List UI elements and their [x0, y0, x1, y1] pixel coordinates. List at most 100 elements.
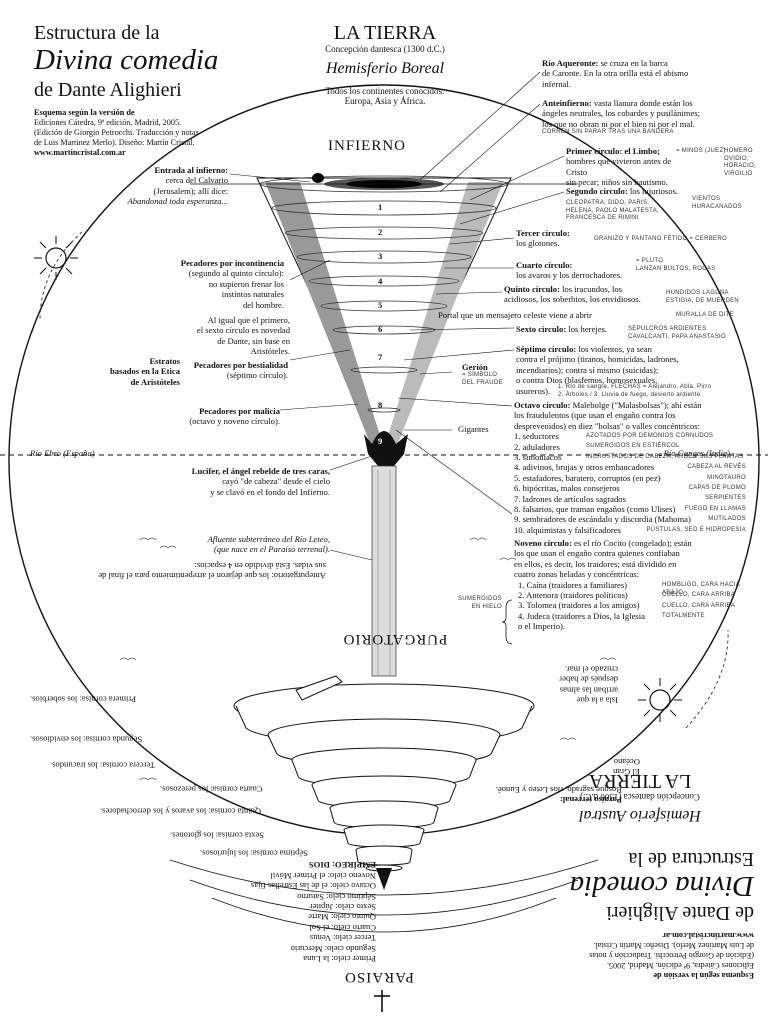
circle-9-line: es el río Cocito (congelado); están: [574, 538, 692, 548]
circle-6-tag-line: CAVALCANTI, PAPA ANASTASIO: [628, 333, 726, 340]
credits-inverted: Esquema según la versión de Ediciones Cá…: [544, 848, 754, 980]
bolgia-item: 4. adivinos, brujas y otros embaucadores: [514, 462, 655, 473]
circle-9-line: cuatro zonas heladas y concéntricas:: [514, 569, 640, 580]
circle-number: 6: [378, 324, 383, 334]
cocito-zone: 3. Tolomea (traidores a los amigos): [518, 600, 640, 611]
circle-5-tag-line: HUNDIDOS LAGUNA: [666, 290, 729, 296]
continents-line: Europa, Asia y África.: [344, 96, 426, 106]
credit-line-inverted: www.martincristal.com.ar: [662, 931, 754, 940]
heaven-item: EMPÍREO: DIOS: [308, 860, 376, 871]
dis-wall-tag: MURALLA DE DITE: [676, 312, 734, 318]
section-purgatory: PURGATORIO: [342, 631, 448, 647]
lucifer-line: Lucifer, el ángel rebelde de tres caras,: [191, 466, 330, 476]
circle-4-title: Cuarto círculo:: [516, 260, 573, 270]
incontinence-line: instintos naturales: [221, 289, 284, 300]
earth-header-inverted: Hemisferio Austral Concepción dantesca (…: [540, 770, 740, 824]
sixth-line: Aristóteles.: [250, 346, 290, 357]
cocito-list: 1. Caína (traidores a familiares) 2. Ant…: [518, 580, 738, 632]
acheron-line: infernal.: [542, 78, 571, 89]
circle-7-tag-line: 2. Árboles / 3. Lluvia de fuego, desiert…: [558, 391, 701, 398]
circle-8-line: Malebolge ("Malasbolsas"); ahí están: [572, 400, 702, 410]
circle-4-tag-line: LANZAN BULTOS, ROCAS: [636, 265, 716, 272]
bolgia-tag: PÚSTULAS, SED E HIDROPESÍA: [646, 526, 746, 533]
poet-name: HORACIO,: [724, 163, 757, 169]
credits: Esquema según la versión de Ediciones Cá…: [34, 108, 234, 158]
bolgia-item: 1. seductores: [514, 431, 559, 442]
lete-line: (que nace en el Paraíso terrenal).: [213, 544, 330, 555]
lucifer-label: Lucifer, el ángel rebelde de tres caras,…: [170, 466, 330, 497]
circle-5-title: Quinto círculo:: [504, 284, 560, 294]
credit-line-inverted: Ediciones Cátedra, 9ª edición. Madrid, 2…: [606, 961, 754, 970]
credit-line: Ediciones Cátedra, 9ª edición. Madrid, 2…: [34, 118, 182, 127]
circle-6-text: los herejes.: [568, 324, 608, 334]
credit-line: www.martincristal.com.ar: [34, 148, 126, 157]
circle-2-label: Segundo círculo: los lujuriosos.: [566, 186, 678, 196]
circle-1-tag: = MINOS (JUEZ): [676, 148, 726, 154]
circle-7-tag: 1. Río de sangre, FLECHAS = Alejandro, A…: [558, 384, 748, 399]
circle-number: 2: [378, 227, 383, 237]
circle-3-line: los glotones.: [516, 238, 560, 249]
malebolge-list: 1. seductores 2. aduladores 3. simoníaco…: [514, 431, 738, 535]
bolgia-item: 6. hipócritas, malos consejeros: [514, 483, 620, 494]
incontinence-title: Pecadores por incontinencia: [180, 258, 284, 268]
bolgia-tag: SUMERGIDOS EN ESTIÉRCOL: [586, 443, 680, 450]
circle-number: 4: [378, 276, 383, 286]
circle-7-title: Séptimo círculo:: [516, 344, 577, 354]
circle-1-title: Primer círculo: el Limbo;: [566, 146, 660, 156]
heaven-item: Octavo cielo: el de las Estrellas fijas: [250, 881, 376, 892]
bolgia-item: 3. simoníacos: [514, 452, 562, 463]
bolgia-item: 8. falsarios, que traman engaños (como U…: [514, 504, 676, 515]
circle-6-tag: SEPULCROS ARDIENTES CAVALCANTI, PAPA ANA…: [628, 326, 726, 341]
poet-name: HOMERO: [724, 148, 753, 154]
sixth-line: Al igual que el primero,: [207, 315, 290, 325]
poet-name: VIRGILIO: [724, 170, 753, 177]
entrance-line: (Jerusalem); allí dice:: [153, 185, 228, 196]
cocito-tag: CUELLO, CARA ARRIBA: [662, 592, 736, 599]
circle-9-line: los que usan el engaño contra quienes co…: [514, 548, 680, 559]
circle-9-title: Noveno círculo:: [514, 538, 572, 548]
sixth-circle-note: Al igual que el primero, el sexto círcul…: [150, 315, 290, 357]
circle-7-line: usureros).: [516, 385, 551, 396]
malice-label: Pecadores por malicia (octavo y noveno c…: [176, 406, 280, 427]
circle-3-tag: GRANIZO Y PANTANO FÉTIDO = CERBERO: [594, 236, 727, 242]
heaven-item: Noveno cielo: el Primer Móvil: [270, 870, 377, 881]
lucifer-line: y se clavó en el fondo del Infierno.: [210, 486, 330, 497]
terrace-1: Primera cornisa: los soberbios.: [30, 694, 136, 705]
bolgia-item: 7. ladrones de artículos sagrados: [514, 493, 626, 504]
circle-1-line: hombres que vivieron antes de Cristo: [566, 156, 672, 177]
credit-line: (Edición de Giorgio Petrocchi. Traducció…: [34, 128, 199, 137]
cocito-tags: HOMBLIGO, CARA HACIA ABAJO CUELLO, CARA …: [662, 582, 758, 624]
bolgia-tag: MUTILADOS: [708, 516, 746, 523]
heaven-item: Tercer cielo: Venus: [309, 933, 376, 944]
gerion-tag: = SÍMBOLO: [462, 372, 498, 379]
circle-8-line: los fraudulentos (que usan el engaño con…: [514, 410, 676, 421]
title-line-1-inverted: Estructura de la: [628, 848, 755, 870]
circle-5-line: los iracundos, los: [562, 284, 623, 294]
circle-1-label: Primer círculo: el Limbo; hombres que vi…: [566, 146, 690, 188]
gerion-tag: DEL FRAUDE: [462, 379, 503, 386]
malice-sub: (octavo y noveno círculo).: [189, 416, 280, 427]
heaven-item: Séptimo cielo: Saturno: [297, 891, 376, 902]
sixth-line: el sexto círculo es novedad: [196, 325, 290, 336]
cocito-zone: 4. Judeca (traidores a Dios, la Iglesia: [518, 610, 645, 621]
acheron-label: Río Aqueronte: se cruza en la barca de C…: [542, 58, 752, 89]
circle-4-tag: = PLUTO LANZAN BULTOS, ROCAS: [636, 258, 715, 273]
cocito-zone: o el Imperio).: [518, 621, 566, 632]
bolgia-tag: INCRUSTADOS DE CABEZA, ARDEN SUS PLANTAS: [586, 453, 744, 460]
terrace-4: Cuarta cornisa: los perezosos.: [160, 784, 263, 795]
gerion-name: Gerión: [462, 362, 488, 372]
island-label: Isla a la que arriban las almas después …: [538, 664, 618, 705]
title-line-3-inverted: de Dante Alighieri: [606, 902, 754, 924]
circle-5-line: acidiosos, los soberbios, los envidiosos…: [504, 294, 641, 305]
acheron-line: de Caronte. En la otra orilla está el ab…: [542, 68, 689, 79]
circle-7-line: o contra Dios (blasfemos, homosexuales,: [516, 375, 658, 386]
circle-7-tag-line: 1. Río de sangre, FLECHAS = Alejandro, A…: [558, 384, 712, 390]
entrance-line: Abandonad toda esperanza...: [127, 196, 229, 207]
circle-6-tag-line: SEPULCROS ARDIENTES: [628, 326, 707, 332]
circle-4-line: los avaros y los derrochadores.: [516, 270, 623, 281]
cocito-zone: 2. Antenora (traidores políticos): [518, 590, 628, 601]
antinferno-label: Anteinfierno: vasta llanura donde están …: [542, 98, 756, 137]
cocito-tag: CUELLO, CARA ARRIBA: [662, 602, 736, 609]
circle-2-tag: VIENTOS HURACANADOS: [692, 196, 742, 210]
